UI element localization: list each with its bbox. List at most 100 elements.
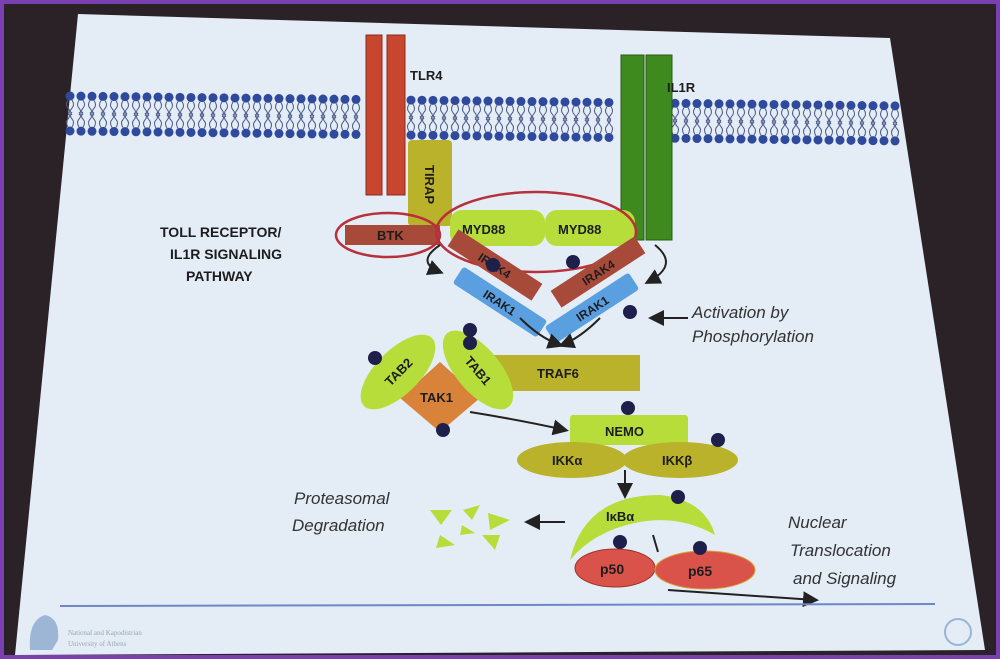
lipid-head	[351, 94, 361, 104]
lipid-head	[670, 98, 680, 108]
lipid-tail	[737, 107, 745, 124]
footer-divider	[59, 603, 936, 607]
lipid-tail	[209, 113, 217, 129]
lipid-tail	[143, 112, 151, 129]
lipid-head	[747, 134, 757, 144]
lipid-head	[208, 93, 218, 103]
lipid-tail	[539, 105, 547, 121]
lipid-tail	[242, 101, 250, 118]
lipid-tail	[693, 107, 701, 123]
lipid-head	[153, 92, 163, 102]
lipid-tail	[847, 121, 855, 137]
lipid-tail	[517, 117, 525, 133]
arrow-myd88-irak	[644, 244, 667, 284]
lipid-head	[318, 129, 328, 139]
lipid-head	[76, 91, 86, 101]
lipid-tail	[847, 109, 855, 125]
myd88-left-label: MYD88	[462, 222, 505, 237]
title-line-1: TOLL RECEPTOR/	[160, 224, 281, 240]
lipid-tail	[726, 107, 734, 124]
lipid-head	[681, 133, 691, 143]
lipid-head	[439, 95, 449, 105]
traf6	[488, 355, 640, 391]
lipid-head	[164, 92, 174, 102]
lipid-tail	[682, 107, 690, 123]
title-line-2: IL1R SIGNALING	[170, 246, 282, 262]
nemo-label: NEMO	[605, 424, 644, 439]
lipid-head	[857, 136, 867, 146]
lipid-head	[472, 96, 482, 106]
ikk-beta	[622, 442, 738, 478]
lipid-head	[98, 91, 108, 101]
lipid-head	[604, 97, 614, 107]
lipid-tail	[605, 118, 613, 134]
lipid-head	[549, 97, 559, 107]
lipid-tail	[330, 102, 338, 119]
lipid-head	[483, 96, 493, 106]
lipid-tail	[121, 100, 129, 116]
lipid-head	[65, 91, 75, 101]
lipid-head	[582, 97, 592, 107]
phosphate-dot	[486, 258, 500, 272]
lipid-tail	[418, 115, 426, 132]
title-line-3: PATHWAY	[186, 268, 253, 284]
lipid-tail	[308, 114, 316, 131]
lipid-head	[670, 133, 680, 143]
lipid-head	[758, 134, 768, 144]
lipid-tail	[143, 100, 151, 117]
lipid-head	[714, 134, 724, 144]
lipid-head	[186, 92, 196, 102]
lipid-head	[285, 129, 295, 139]
lipid-tail	[429, 104, 437, 120]
lipid-head	[428, 130, 438, 140]
lipid-tail	[88, 100, 96, 116]
lipid-head	[813, 100, 823, 110]
lipid-head	[769, 99, 779, 109]
lipid-head	[692, 99, 702, 109]
lipid-head	[802, 100, 812, 110]
lipid-head	[65, 126, 75, 136]
lipid-tail	[451, 104, 459, 120]
lipid-head	[725, 134, 735, 144]
lipid-tail	[506, 105, 514, 121]
lipid-tail	[66, 111, 74, 128]
lipid-tail	[495, 116, 503, 133]
il1r-receptor	[645, 54, 673, 241]
lipid-tail	[165, 100, 173, 117]
lipid-head	[131, 92, 141, 102]
lipid-tail	[407, 115, 415, 132]
lipid-head	[692, 134, 702, 144]
lipid-head	[428, 95, 438, 105]
btk	[345, 225, 440, 245]
university-logo	[29, 615, 59, 650]
lipid-head	[153, 127, 163, 137]
lipid-tail	[264, 102, 272, 118]
lipid-head	[87, 91, 97, 101]
lipid-head	[846, 135, 856, 145]
ikba-label: IκBα	[606, 509, 634, 524]
lipid-head	[340, 94, 350, 104]
lipid-head	[780, 100, 790, 110]
lipid-tail	[495, 104, 503, 121]
lipid-tail	[528, 117, 536, 133]
lipid-tail	[836, 120, 844, 137]
lipid-head	[219, 93, 229, 103]
lipid-head	[703, 99, 713, 109]
lipid-tail	[429, 116, 437, 132]
lipid-tail	[748, 107, 756, 124]
lipid-head	[835, 135, 845, 145]
lipid-tail	[341, 115, 349, 131]
lipid-tail	[693, 119, 701, 135]
seal-logo	[944, 618, 972, 646]
ikkb-label: IKKβ	[662, 453, 692, 468]
arrow-btk-irak	[425, 244, 444, 275]
lipid-head	[483, 131, 493, 141]
lipid-head	[538, 132, 548, 142]
lipid-tail	[198, 101, 206, 117]
lipid-tail	[341, 103, 349, 119]
lipid-tail	[748, 119, 756, 136]
myd88-right	[545, 210, 635, 246]
lipid-head	[87, 126, 97, 136]
lipid-head	[879, 136, 889, 146]
